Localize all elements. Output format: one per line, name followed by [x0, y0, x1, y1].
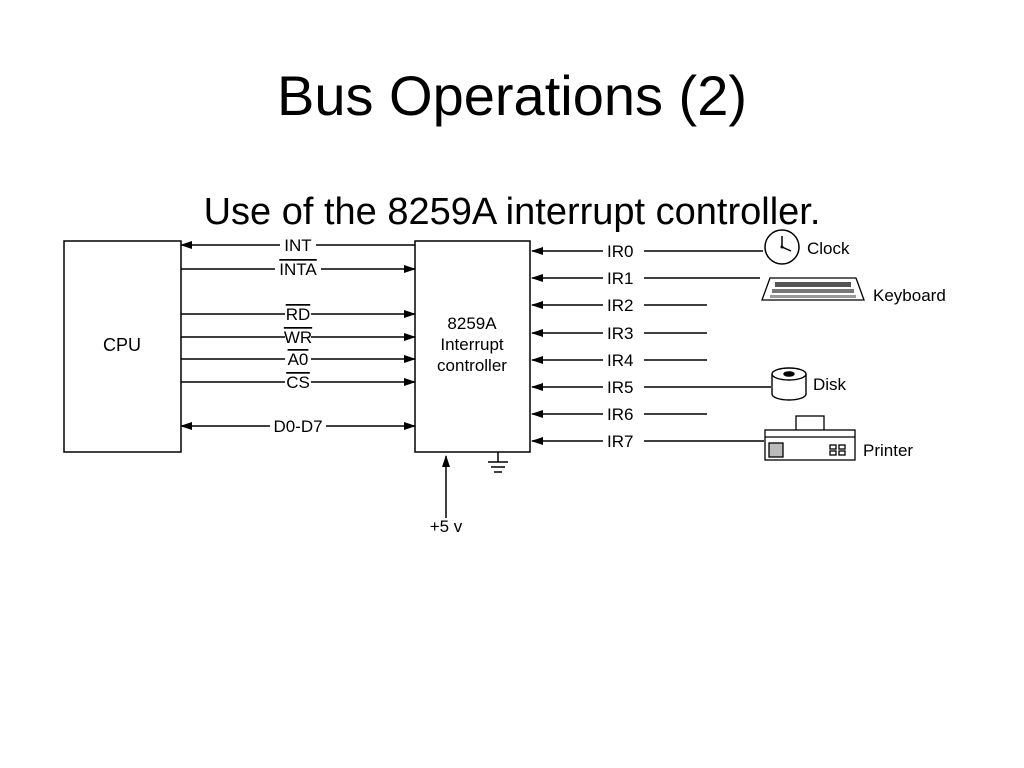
- ir-label-ir2: IR2: [607, 296, 633, 315]
- slide-title: Bus Operations (2): [277, 64, 747, 127]
- signal-label-a0: A0: [288, 350, 309, 369]
- signal-label-inta: INTA: [279, 260, 317, 279]
- cpu-label: CPU: [103, 335, 141, 355]
- controller-label-line3: controller: [437, 356, 507, 375]
- signal-label-d0-d7: D0-D7: [273, 417, 322, 436]
- printer-icon: [764, 415, 856, 461]
- signal-label-rd: RD: [286, 305, 311, 324]
- ir-label-ir1: IR1: [607, 269, 633, 288]
- disk-icon: [771, 367, 807, 401]
- ground-icon: [488, 452, 508, 473]
- slide-subtitle: Use of the 8259A interrupt controller.: [203, 191, 821, 233]
- clock-label: Clock: [807, 239, 850, 258]
- cpu-box: [63, 240, 182, 453]
- clock-icon: [764, 229, 800, 265]
- ir-label-ir5: IR5: [607, 378, 633, 397]
- keyboard-label: Keyboard: [873, 286, 946, 305]
- ir-label-ir3: IR3: [607, 324, 633, 343]
- ir-label-ir0: IR0: [607, 242, 633, 261]
- controller-label-line1: 8259A: [447, 314, 497, 333]
- disk-label: Disk: [813, 375, 847, 394]
- controller-label-line2: Interrupt: [440, 335, 504, 354]
- power-label: +5 v: [430, 517, 463, 536]
- printer-label: Printer: [863, 441, 913, 460]
- ir-label-ir4: IR4: [607, 351, 633, 370]
- controller-box: [414, 240, 531, 453]
- signal-label-cs: CS: [286, 373, 310, 392]
- ir-label-ir7: IR7: [607, 432, 633, 451]
- signal-label-int: INT: [284, 236, 311, 255]
- ir-label-ir6: IR6: [607, 405, 633, 424]
- keyboard-icon: [761, 277, 865, 301]
- signal-label-wr: WR: [284, 328, 312, 347]
